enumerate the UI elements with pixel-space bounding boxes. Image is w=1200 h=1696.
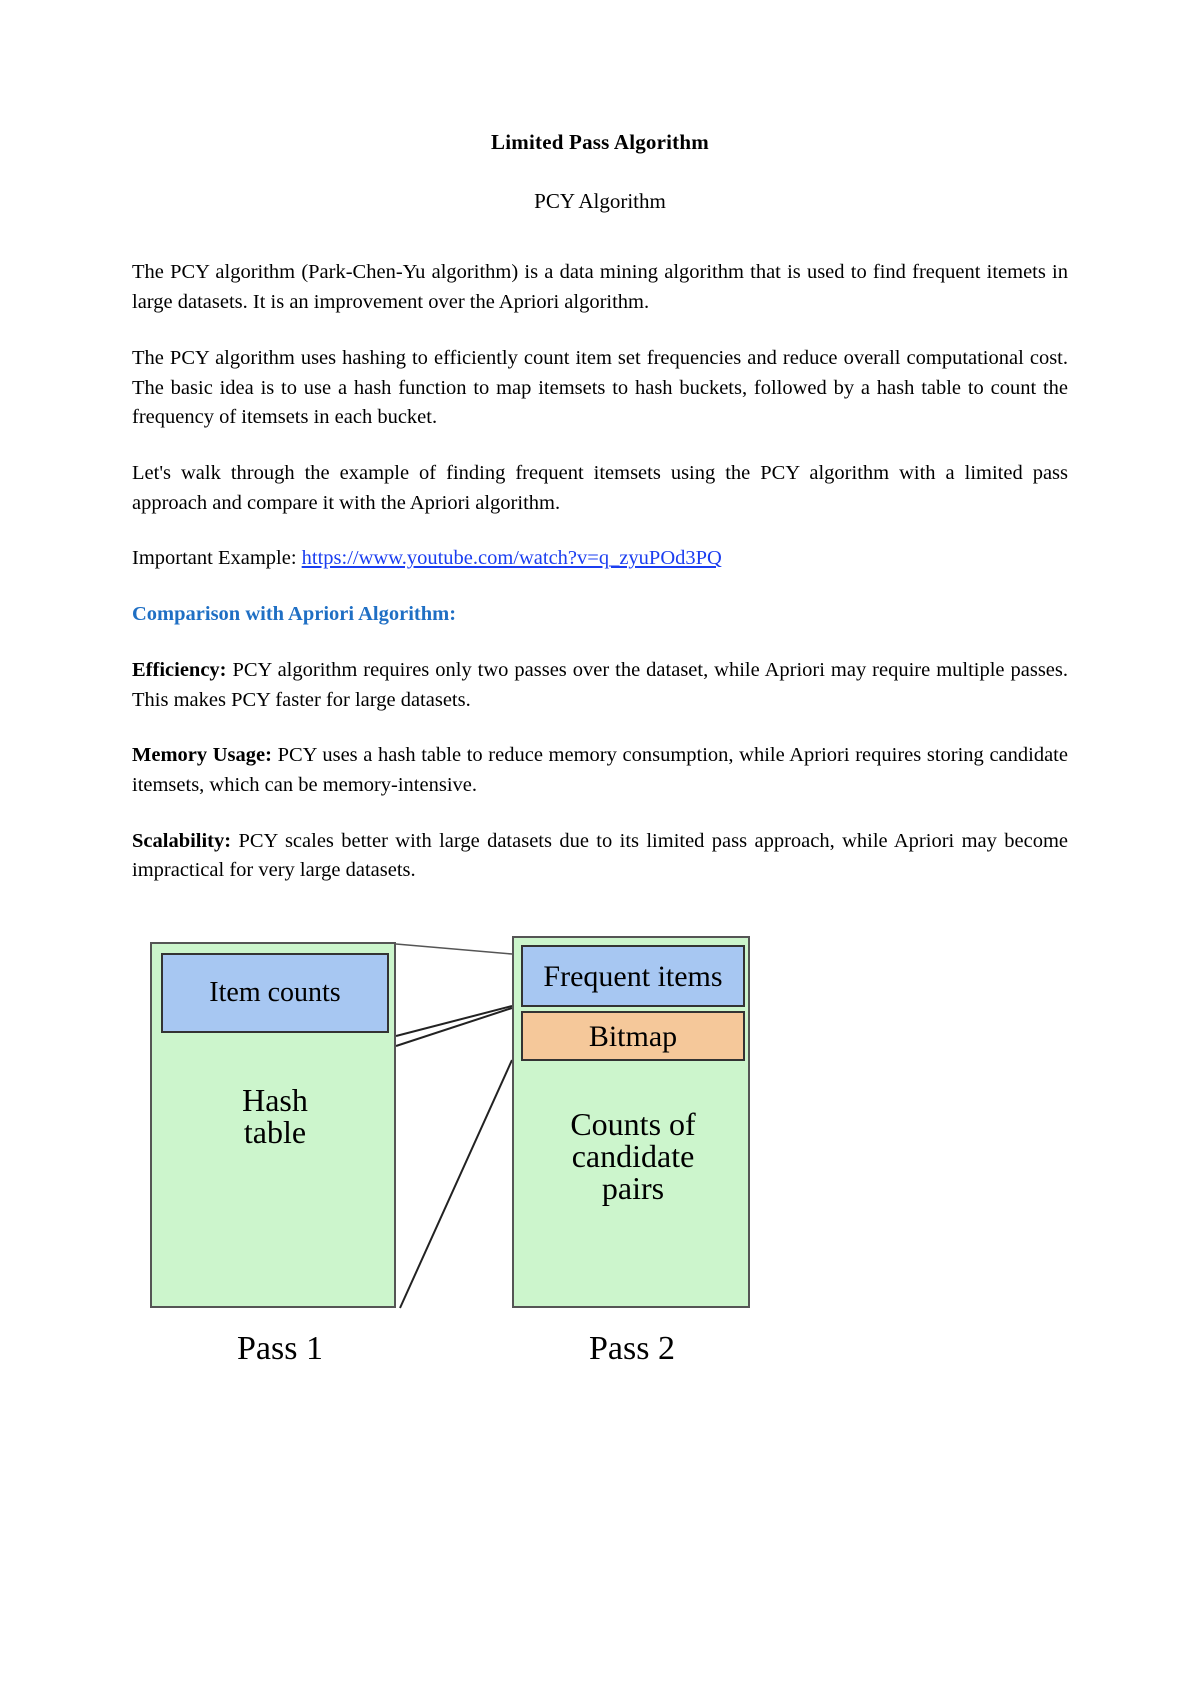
memory-usage-lead: Memory Usage: xyxy=(132,744,272,767)
example-line: Important Example: https://www.youtube.c… xyxy=(132,544,1068,574)
pass2-column: Frequent items Bitmap Counts of candidat… xyxy=(512,936,750,1309)
efficiency-lead: Efficiency: xyxy=(132,658,227,681)
comparison-item-memory-usage: Memory Usage: PCY uses a hash table to r… xyxy=(132,741,1068,800)
pass1-caption: Pass 1 xyxy=(237,1330,323,1368)
intro-paragraph-3: Let's walk through the example of findin… xyxy=(132,461,1068,514)
intro-paragraph-1: The PCY algorithm (Park-Chen-Yu algorith… xyxy=(132,261,1068,314)
comparison-item-efficiency: Efficiency: PCY algorithm requires only … xyxy=(132,656,1068,715)
hash-table-line-1: Hash xyxy=(242,1082,308,1119)
item-counts-box: Item counts xyxy=(161,953,389,1034)
frequent-items-box: Frequent items xyxy=(521,945,745,1008)
counts-line-1: Counts of xyxy=(570,1106,696,1143)
pcy-pass-diagram: Item counts Hash table Frequent items Bi… xyxy=(150,928,790,1408)
bitmap-box: Bitmap xyxy=(521,1011,745,1062)
page-title: Limited Pass Algorithm xyxy=(491,130,709,154)
memory-usage-body: PCY uses a hash table to reduce memory c… xyxy=(132,744,1068,796)
scalability-lead: Scalability: xyxy=(132,829,232,852)
intro-paragraph-2: The PCY algorithm uses hashing to effici… xyxy=(132,346,1068,429)
pass2-caption: Pass 2 xyxy=(589,1330,675,1368)
page-subtitle: PCY Algorithm xyxy=(534,189,666,214)
counts-line-2: candidate xyxy=(571,1138,695,1175)
efficiency-body: PCY algorithm requires only two passes o… xyxy=(132,658,1068,711)
comparison-section-heading: Comparison with Apriori Algorithm: xyxy=(132,603,457,626)
comparison-item-scalability: Scalability: PCY scales better with larg… xyxy=(132,827,1068,886)
scalability-body: PCY scales better with large datasets du… xyxy=(132,829,1068,882)
pass1-column: Item counts Hash table xyxy=(150,942,396,1309)
counts-line-3: pairs xyxy=(601,1170,665,1207)
hash-table-line-2: table xyxy=(243,1114,307,1151)
counts-of-candidate-pairs-label: Counts of candidate pairs xyxy=(521,1108,745,1204)
example-label: Important Example: xyxy=(132,547,302,570)
youtube-example-link[interactable]: https://www.youtube.com/watch?v=q_zyuPOd… xyxy=(301,547,722,570)
hash-table-label: Hash table xyxy=(161,1084,389,1148)
diagram-connector-lines xyxy=(395,943,513,1309)
